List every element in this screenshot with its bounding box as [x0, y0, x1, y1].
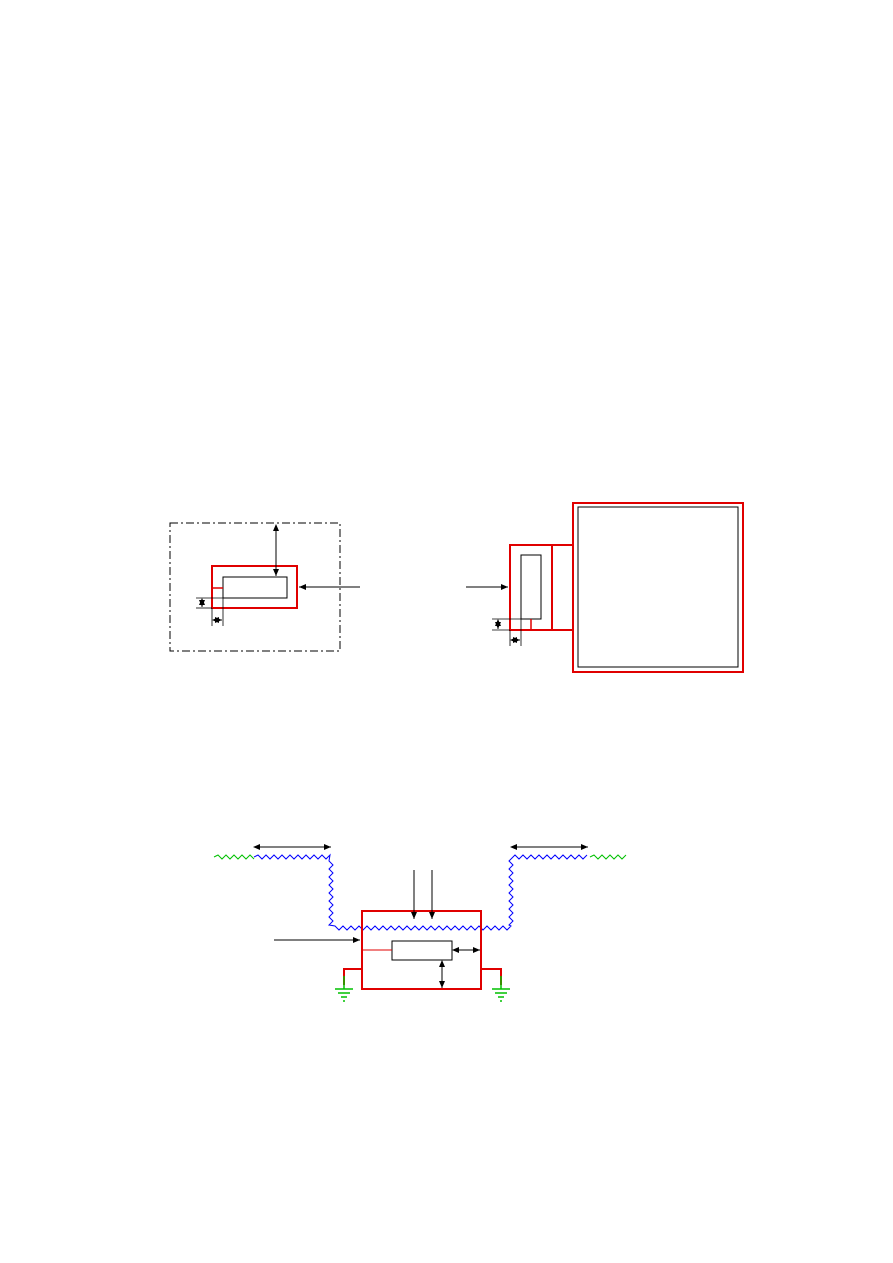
- green-cable-end-right: [589, 854, 627, 860]
- vertical-component: [520, 554, 542, 620]
- large-box-inner: [577, 506, 739, 668]
- component-box: [391, 940, 453, 961]
- ground-lead-left: [343, 968, 362, 985]
- ground-lead-right: [481, 968, 502, 985]
- ground-symbol-icon: [492, 976, 510, 1002]
- red-enclosure: [211, 565, 298, 609]
- green-cable-end-left: [213, 854, 255, 860]
- ground-symbol-icon: [335, 976, 353, 1002]
- figure-1-left: [169, 522, 360, 652]
- large-box-outer: [572, 502, 744, 673]
- component-box: [222, 576, 288, 599]
- figure-1-right: [466, 502, 744, 673]
- blue-shielded-trench-cable: [253, 853, 588, 931]
- figure-2: [213, 844, 627, 1002]
- dash-dot-boundary: [169, 522, 341, 652]
